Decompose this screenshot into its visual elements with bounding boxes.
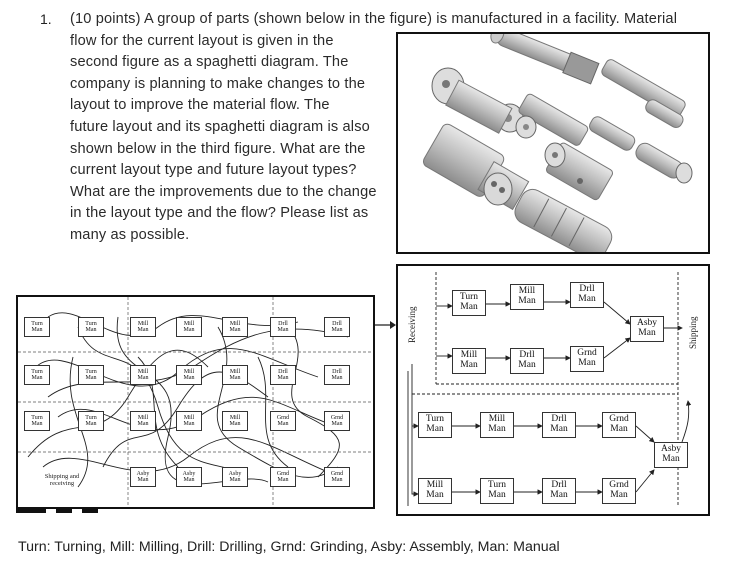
station-box: Asby Man (130, 467, 156, 487)
question-number: 1. (40, 11, 52, 27)
station-box: Turn Man (24, 365, 50, 385)
question-line: current layout type and future layout ty… (70, 162, 357, 179)
station-box: Grnd Man (324, 411, 350, 431)
shipping-label: Shipping (688, 316, 698, 349)
station-box: Asby Man (222, 467, 248, 487)
shipping-receiving-label: Shipping and receiving (44, 473, 80, 488)
station-box: Mill Man (176, 411, 202, 431)
station-box: Turn Man (24, 411, 50, 431)
question-line: shown below in the third figure. What ar… (70, 140, 366, 157)
station-box: Grnd Man (270, 411, 296, 431)
station-box: Mill Man (130, 317, 156, 337)
receiving-label: Receiving (407, 306, 417, 344)
station-box: Mill Man (130, 411, 156, 431)
station-box: Mill Man (176, 365, 202, 385)
question-line: in the layout type and the flow? Please … (70, 205, 369, 222)
station-box: Asby Man (176, 467, 202, 487)
dock-markers (16, 509, 98, 513)
question-text: (10 points) A group of parts (shown belo… (70, 9, 677, 247)
station-box: Drll Man (324, 317, 350, 337)
question-line: many as possible. (70, 226, 190, 243)
station-box: Mill Man (222, 365, 248, 385)
station-box: Turn Man (480, 478, 514, 504)
station-box: Drll Man (510, 348, 544, 374)
station-box: Mill Man (222, 317, 248, 337)
question-line: future layout and its spaghetti diagram … (70, 118, 370, 135)
station-box: Grnd Man (270, 467, 296, 487)
question-line: second figure as a spaghetti diagram. Th… (70, 54, 349, 71)
station-box: Turn Man (78, 317, 104, 337)
station-box: Drll Man (542, 412, 576, 438)
station-box: Turn Man (24, 317, 50, 337)
parts-figure (396, 32, 710, 254)
station-box: Turn Man (78, 365, 104, 385)
question-line: layout to improve the material flow. The (70, 97, 330, 114)
station-box: Turn Man (418, 412, 452, 438)
parts-illustration (422, 34, 693, 252)
question-line: company is planning to make changes to t… (70, 75, 366, 92)
question-line: (10 points) A group of parts (shown belo… (70, 11, 678, 27)
station-box: Grnd Man (324, 467, 350, 487)
question-line: What are the improvements due to the cha… (70, 183, 377, 200)
station-box: Drll Man (324, 365, 350, 385)
station-box: Turn Man (452, 290, 486, 316)
station-box: Mill Man (452, 348, 486, 374)
station-box: Grnd Man (602, 478, 636, 504)
legend: Turn: Turning, Mill: Milling, Drill: Dri… (18, 539, 560, 555)
station-box: Grnd Man (602, 412, 636, 438)
station-box: Drll Man (542, 478, 576, 504)
station-box: Drll Man (270, 365, 296, 385)
station-box: Mill Man (480, 412, 514, 438)
station-box: Mill Man (130, 365, 156, 385)
station-box: Drll Man (570, 282, 604, 308)
station-box: Grnd Man (570, 346, 604, 372)
future-flow-arrows (407, 272, 692, 506)
station-box: Drll Man (270, 317, 296, 337)
station-box: Mill Man (418, 478, 452, 504)
station-box: Mill Man (510, 284, 544, 310)
station-box: Turn Man (78, 411, 104, 431)
station-box: Asby Man (630, 316, 664, 342)
station-box: Asby Man (654, 442, 688, 468)
question-line: flow for the current layout is given in … (70, 32, 334, 49)
station-box: Mill Man (176, 317, 202, 337)
station-box: Mill Man (222, 411, 248, 431)
